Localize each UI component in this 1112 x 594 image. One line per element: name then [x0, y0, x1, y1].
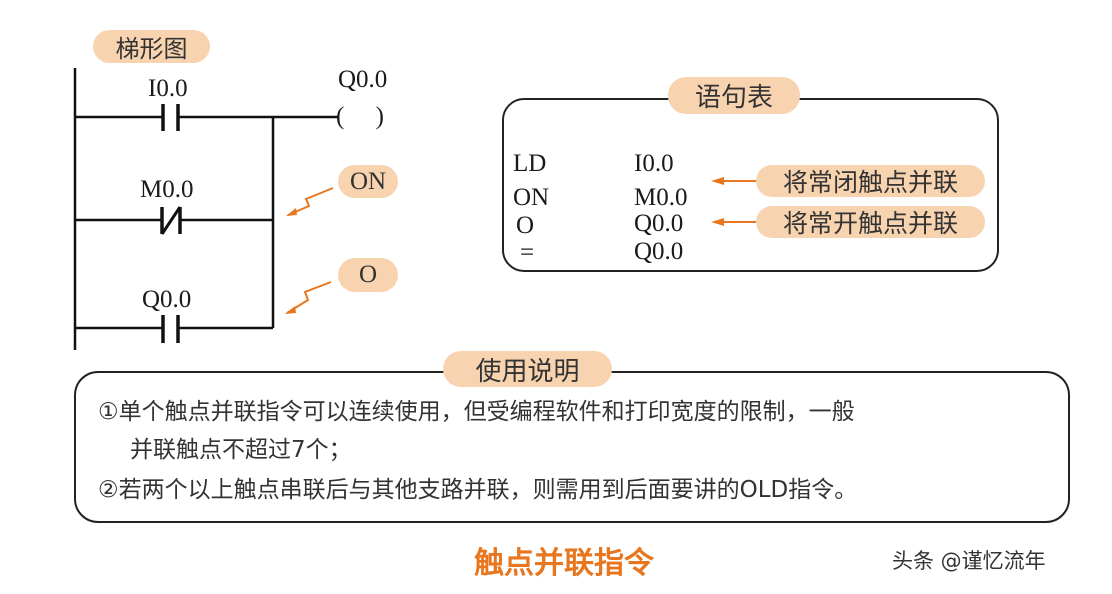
coil-symbol: ( )	[336, 103, 384, 130]
figure-title: 触点并联指令	[474, 546, 654, 581]
stl-op: ON	[513, 184, 550, 211]
usage-line-2: 并联触点不超过7个；	[130, 437, 352, 463]
stl-operand: Q0.0	[634, 210, 684, 237]
contact-q00-label: Q0.0	[142, 286, 192, 313]
watermark: 头条 @谨忆流年	[892, 549, 1046, 573]
usage-line-3: ②若两个以上触点串联后与其他支路并联，则需用到后面要讲的OLD指令。	[98, 477, 858, 503]
stl-operand: M0.0	[634, 184, 688, 211]
normally-closed-slash	[160, 206, 182, 235]
coil-label: Q0.0	[338, 66, 388, 93]
stl-op: O	[516, 212, 535, 239]
statement-list-badge: 语句表	[668, 77, 800, 114]
usage-line-1: ①单个触点并联指令可以连续使用，但受编程软件和打印宽度的限制，一般	[98, 399, 855, 425]
callout-o: O	[338, 258, 398, 292]
zigzag-arrow-o	[286, 281, 332, 314]
usage-frame	[74, 371, 1070, 523]
zigzag-arrow-on	[287, 187, 334, 216]
note-no-badge: 将常开触点并联	[756, 206, 985, 238]
note-nc-badge: 将常闭触点并联	[756, 165, 985, 197]
stl-operand: I0.0	[634, 150, 674, 177]
contact-i00-label: I0.0	[148, 75, 188, 102]
callout-on: ON	[338, 165, 398, 198]
stl-op: =	[520, 239, 535, 266]
stl-op: LD	[513, 150, 547, 177]
usage-badge: 使用说明	[443, 351, 612, 387]
ladder-badge: 梯形图	[93, 30, 210, 63]
stl-operand: Q0.0	[634, 238, 684, 265]
contact-m00-label: M0.0	[140, 176, 194, 203]
